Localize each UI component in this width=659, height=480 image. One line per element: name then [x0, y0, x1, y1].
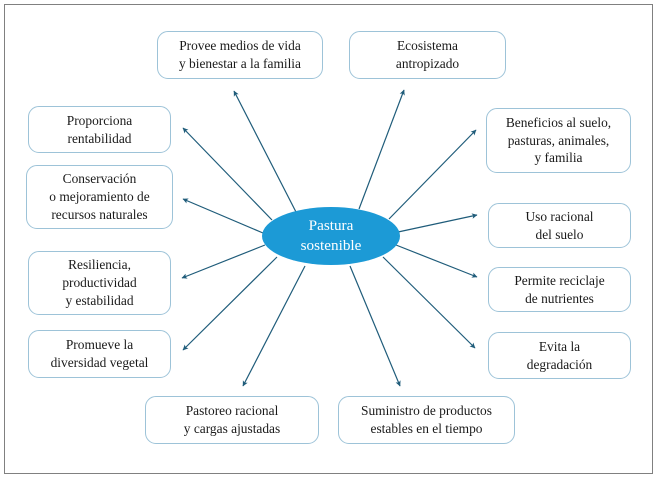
- node-label-line: degradación: [526, 356, 593, 372]
- node-label-line: estables en el tiempo: [370, 421, 483, 436]
- node-permite-reciclaje-de-nutrientes: Permite reciclaje de nutrientes: [488, 267, 631, 312]
- arrow-to-resiliencia: [181, 244, 266, 279]
- node-label-line: Provee medios de vida: [179, 38, 301, 54]
- arrow-to-uso-racional-del-suelo: [397, 213, 478, 233]
- node-uso-racional-del-suelo: Uso racional del suelo: [488, 203, 631, 248]
- arrow-to-promueve-diversidad: [182, 256, 278, 351]
- node-label-line: y bienestar a la familia: [179, 56, 301, 71]
- node-label-line: Pastoreo racional: [185, 403, 279, 419]
- node-label-line: Beneficios al suelo,: [505, 114, 612, 130]
- node-suministro-de-productos: Suministro de productos estables en el ti…: [338, 396, 515, 444]
- arrow-to-beneficios-al-suelo: [388, 129, 477, 220]
- center-node-pastura-sostenible: Pastura sostenible: [262, 207, 400, 265]
- node-pastoreo-racional: Pastoreo racional y cargas ajustadas: [145, 396, 319, 444]
- node-label-line: Permite reciclaje: [514, 272, 605, 288]
- node-label-line: rentabilidad: [67, 130, 132, 146]
- arrow-to-proporciona-rentabilidad: [182, 127, 273, 221]
- node-promueve-diversidad-vegetal: Promueve la diversidad vegetal: [28, 330, 171, 378]
- node-evita-la-degradacion: Evita la degradación: [488, 332, 631, 379]
- arrow-to-suministro-de-productos: [349, 265, 401, 387]
- node-ecosistema-antropizado: Ecosistema antropizado: [349, 31, 506, 79]
- node-label-line: Proporciona: [66, 112, 133, 128]
- node-label-line: Evita la: [538, 338, 581, 354]
- node-label-line: del suelo: [535, 226, 584, 242]
- diagram-frame: [4, 4, 653, 474]
- arrow-to-evita-la-degradacion: [382, 256, 476, 349]
- node-label-line: Ecosistema: [397, 38, 458, 54]
- node-label-line: Uso racional: [525, 208, 594, 224]
- node-label-line: recursos naturales: [51, 206, 148, 222]
- node-label-line: o mejoramiento de: [49, 189, 150, 205]
- node-label-line: Conservación: [62, 171, 137, 187]
- arrow-to-ecosistema-antropizado: [358, 89, 405, 210]
- node-label-line: antropizado: [395, 56, 460, 71]
- node-label-line: Resiliencia,: [68, 257, 131, 273]
- node-provee-medios-de-vida: Provee medios de vida y bienestar a la fa…: [157, 31, 323, 79]
- node-beneficios-al-suelo: Beneficios al suelo, pasturas, animales, y…: [486, 108, 631, 173]
- node-label-line: y cargas ajustadas: [183, 421, 281, 436]
- node-label-line: y estabilidad: [65, 292, 134, 308]
- node-label-line: y familia: [534, 150, 583, 166]
- center-node-label-line: sostenible: [300, 237, 362, 254]
- arrow-to-pastoreo-racional: [242, 265, 306, 387]
- node-label-line: Promueve la: [65, 337, 134, 353]
- node-label-line: pasturas, animales,: [507, 132, 610, 148]
- arrow-to-permite-reciclaje: [395, 244, 478, 278]
- node-label-line: Suministro de productos: [361, 403, 492, 419]
- node-label-line: de nutrientes: [525, 290, 594, 306]
- node-label-line: diversidad vegetal: [50, 355, 149, 370]
- center-node-label-line: Pastura: [308, 217, 354, 235]
- arrow-to-provee-medios-de-vida: [233, 90, 297, 213]
- node-proporciona-rentabilidad: Proporciona rentabilidad: [28, 106, 171, 153]
- arrow-to-conservacion: [182, 198, 264, 234]
- node-label-line: productividad: [62, 275, 137, 291]
